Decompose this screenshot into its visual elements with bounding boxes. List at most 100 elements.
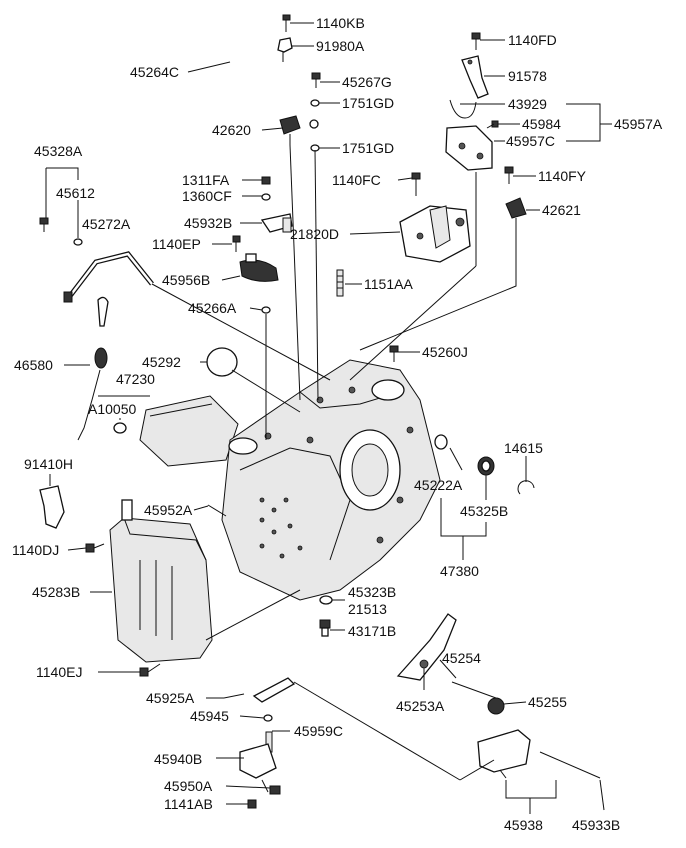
part-labels: 1140KB 91980A 1140FD 45264C 45267G 91578… — [12, 15, 663, 833]
label-1140fc: 1140FC — [332, 172, 381, 188]
label-42621: 42621 — [542, 202, 581, 218]
label-1140fy: 1140FY — [538, 168, 587, 184]
bracket-45938 — [477, 729, 531, 779]
label-45932b: 45932B — [184, 215, 232, 231]
label-1140fd: 1140FD — [508, 32, 557, 48]
label-91578: 91578 — [508, 68, 547, 84]
gasket-45292 — [206, 347, 238, 377]
label-45957c: 45957C — [506, 133, 555, 149]
bolt-1140fd — [471, 32, 481, 50]
pipe-45264c — [189, 58, 319, 129]
label-47230: 47230 — [116, 371, 155, 387]
washer-1360cf — [261, 193, 271, 201]
shaft-45254 — [451, 681, 497, 699]
label-45255: 45255 — [528, 694, 567, 710]
leader-lines — [45, 22, 612, 814]
detent-45940b — [239, 677, 296, 809]
bracket-45957c — [445, 125, 493, 171]
label-45260j: 45260J — [422, 344, 468, 360]
label-91980a: 91980A — [316, 38, 365, 54]
parts-drawings — [39, 14, 601, 809]
bracket-21820d — [399, 205, 471, 263]
seal-45325b — [477, 456, 495, 476]
plug-43171b — [319, 619, 331, 637]
pipe-45272a — [63, 251, 154, 303]
label-45283b: 45283B — [32, 584, 80, 600]
label-1140dj: 1140DJ — [12, 542, 59, 558]
transaxle-case — [221, 359, 441, 601]
label-1140ej: 1140EJ — [36, 664, 82, 680]
clip-91410h — [39, 485, 65, 529]
label-21820d: 21820D — [290, 226, 339, 242]
label-45933b: 45933B — [572, 817, 620, 833]
bolt-1140dj — [85, 543, 105, 553]
bolt-1140ej — [139, 663, 161, 677]
label-45950a: 45950A — [164, 778, 213, 794]
label-1311fa: 1311FA — [182, 172, 230, 188]
label-45938: 45938 — [504, 817, 543, 833]
label-45945: 45945 — [190, 708, 229, 724]
label-1751gd-a: 1751GD — [342, 95, 394, 111]
label-45328a: 45328A — [34, 143, 83, 159]
washer-1751gd-a — [310, 99, 320, 107]
bolt-1140kb — [282, 14, 291, 32]
washer-45323b — [319, 595, 333, 605]
label-45292: 45292 — [142, 354, 181, 370]
filter-47230 — [139, 395, 239, 467]
snapring-14615 — [517, 480, 535, 495]
pin-45952a — [207, 504, 227, 517]
label-45959c: 45959C — [294, 723, 343, 739]
oring-45612 — [73, 238, 83, 246]
sensor-42620 — [279, 115, 301, 145]
label-45984: 45984 — [522, 116, 561, 132]
label-14615: 14615 — [504, 440, 543, 456]
bolt-45260j — [389, 345, 399, 362]
sensor-42621 — [505, 197, 527, 228]
label-45253a: 45253A — [396, 698, 445, 714]
nut-1311fa — [261, 176, 271, 185]
label-45264c: 45264C — [130, 64, 179, 80]
label-1151aa: 1151AA — [364, 276, 413, 292]
label-45940b: 45940B — [154, 751, 202, 767]
label-45254: 45254 — [442, 650, 481, 666]
label-45925a: 45925A — [146, 690, 195, 706]
bolt-45267g — [311, 72, 321, 88]
label-a10050: A10050 — [88, 401, 136, 417]
bolt-1140fc — [411, 172, 421, 196]
label-45957a: 45957A — [614, 116, 663, 132]
label-46580: 46580 — [14, 357, 53, 373]
oring-45266a — [261, 306, 271, 314]
lever-45253a — [396, 613, 457, 681]
label-21513: 21513 — [348, 601, 387, 617]
label-1141ab: 1141AB — [164, 796, 213, 812]
label-91410h: 91410H — [24, 456, 73, 472]
label-1140ep: 1140EP — [152, 236, 201, 252]
label-47380: 47380 — [440, 563, 479, 579]
label-45952a: 45952A — [144, 502, 193, 518]
clip-43929 — [449, 99, 477, 119]
label-45325b: 45325B — [460, 503, 508, 519]
lever-45932b — [260, 213, 293, 233]
bracket-91578 — [461, 55, 489, 99]
label-1140kb: 1140KB — [316, 15, 365, 31]
label-45222a: 45222A — [414, 477, 463, 493]
pin-45925a — [223, 693, 245, 699]
label-45272a: 45272A — [82, 216, 131, 232]
switch-45956b — [239, 253, 279, 282]
bracket-91980a — [277, 37, 293, 62]
label-1751gd-b: 1751GD — [342, 140, 394, 156]
label-42620: 42620 — [212, 122, 251, 138]
oilpan-45283b — [109, 499, 213, 663]
rod-45933b — [539, 751, 601, 779]
bolt-1140fy — [504, 166, 514, 184]
bolt-45984 — [486, 120, 499, 129]
label-45266a: 45266A — [188, 300, 237, 316]
bolt-45328a — [39, 217, 49, 232]
label-45612: 45612 — [56, 185, 95, 201]
label-45323b: 45323B — [348, 584, 396, 600]
label-45956b: 45956B — [162, 272, 210, 288]
spring-45255 — [487, 697, 505, 715]
label-1360cf: 1360CF — [182, 188, 232, 204]
label-45267g: 45267G — [342, 74, 392, 90]
